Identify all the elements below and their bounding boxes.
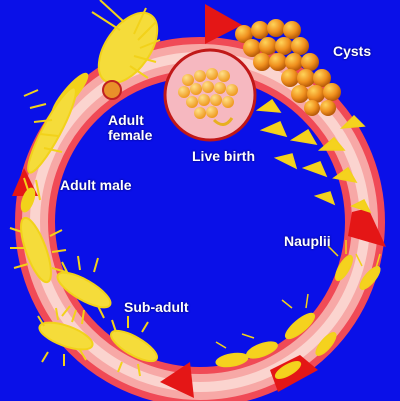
sub-adult-label: Sub-adult — [124, 300, 189, 315]
adult-female-label-line2: female — [108, 128, 152, 143]
adult-female-label-line1: Adult — [108, 113, 144, 128]
nauplii-label: Nauplii — [284, 234, 331, 249]
adult-male-label: Adult male — [60, 178, 132, 193]
live-birth-inset — [165, 50, 255, 140]
live-birth-label: Live birth — [192, 149, 255, 164]
cysts-label: Cysts — [333, 44, 371, 59]
